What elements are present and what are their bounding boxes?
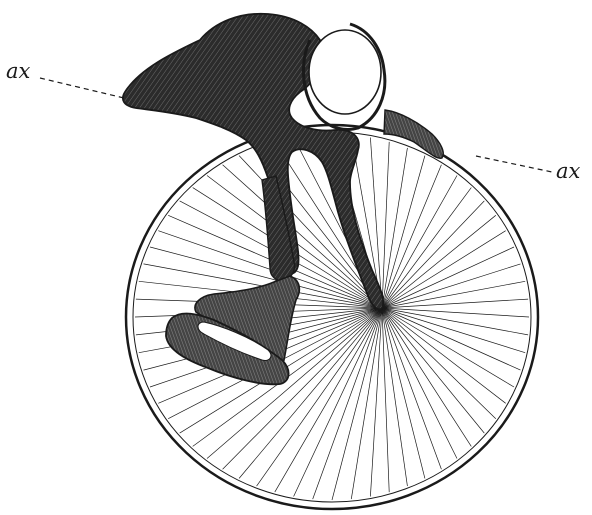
label-ax-left: ax [6,59,31,83]
label-ax-right: ax [556,159,581,183]
malleus-head-articular-surface [309,30,381,114]
leader-line-left [40,78,124,98]
label-left-group: ax [6,59,124,98]
label-right-group: ax [476,156,581,183]
leader-line-right [476,156,552,172]
